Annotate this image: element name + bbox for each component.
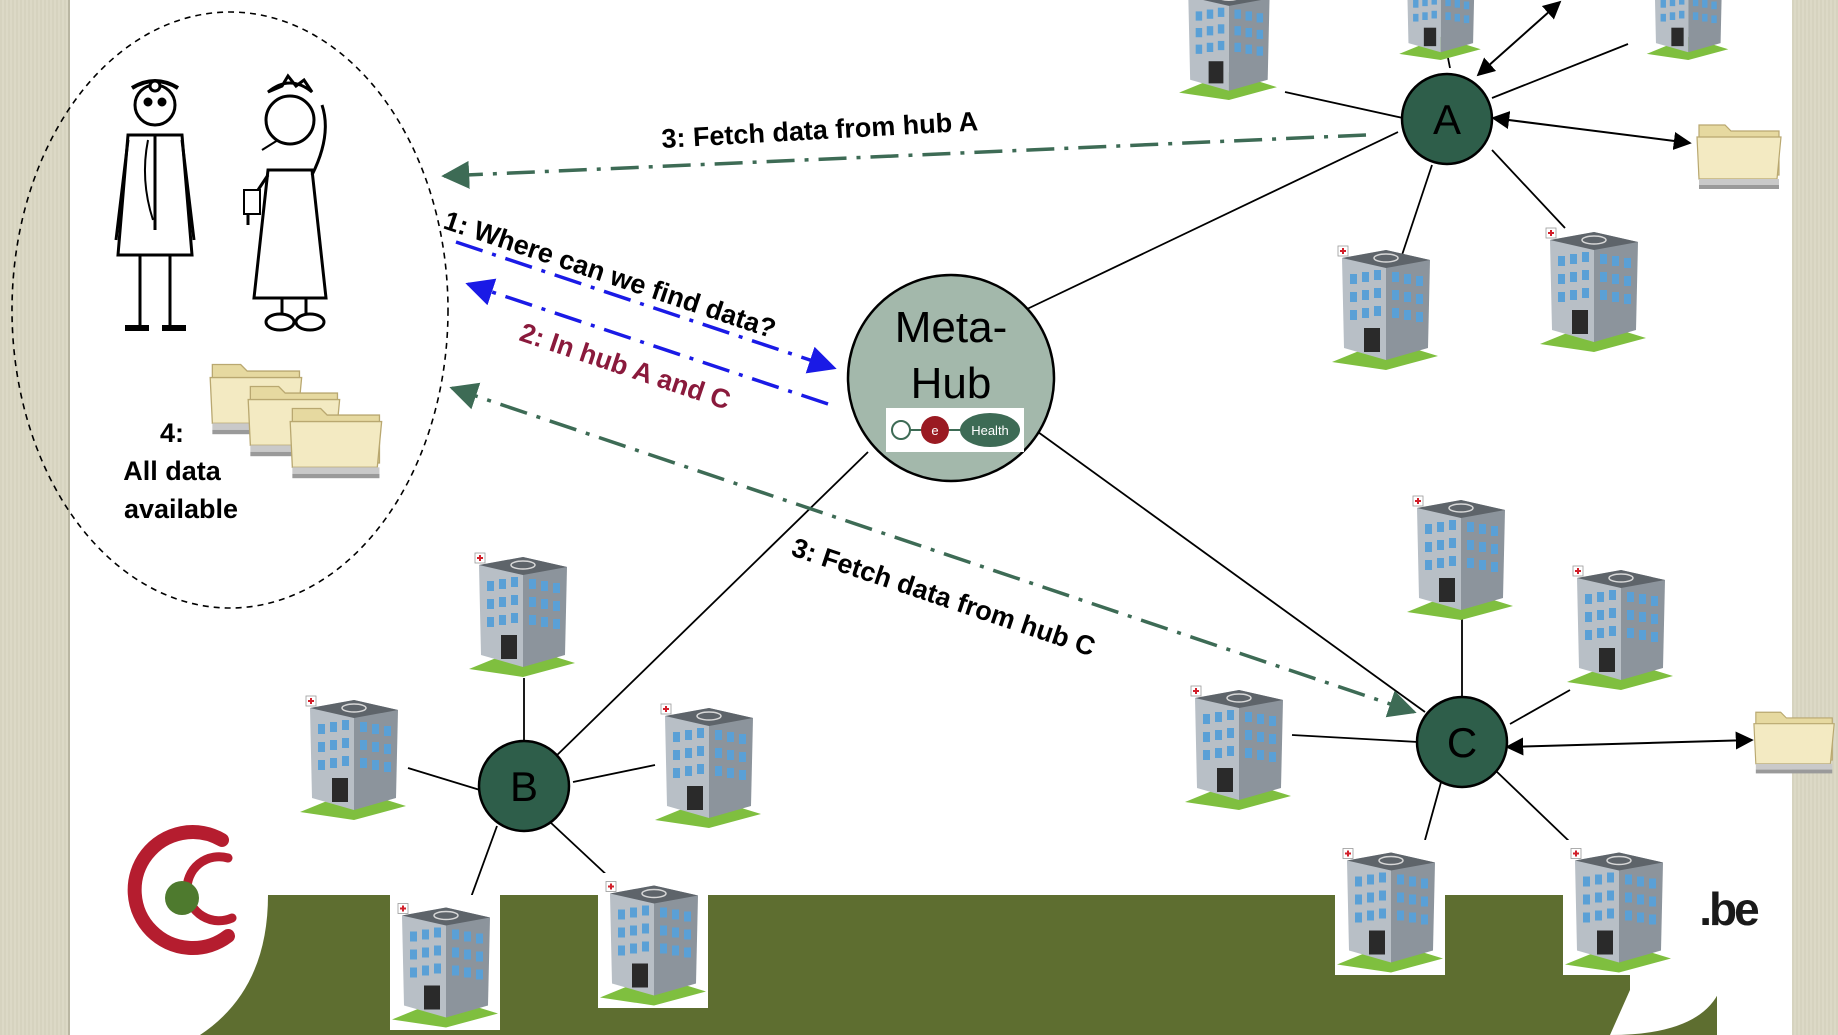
hub-a-top-arrow (1476, 0, 1562, 77)
fetch-c-arrow (449, 382, 1417, 718)
belgium-gov-logo (127, 825, 237, 956)
hospital-c1 (1405, 494, 1515, 622)
hospital-a5 (1539, 227, 1647, 352)
hub-c-folder (1753, 711, 1835, 775)
step2-label: 2: In hub A and C (516, 317, 734, 415)
hospital-c2 (1566, 565, 1674, 690)
meta-hub-label-line2: Hub (911, 359, 992, 408)
footer-band (72, 895, 1717, 1035)
ehealth-e-circle (921, 416, 949, 444)
hub-a-label: A (1433, 96, 1461, 143)
hospital-c3 (1183, 684, 1293, 812)
hub-b-node: B (477, 739, 571, 833)
hospital-b3 (654, 703, 762, 828)
hospital-b1 (467, 551, 577, 679)
patient-figure (243, 73, 328, 332)
patient-folder-3 (289, 407, 383, 479)
be-logo: .be (1699, 883, 1759, 935)
step1-label: 1: Where can we find data? (440, 205, 780, 344)
hospital-a1 (1178, 0, 1278, 100)
left-border-strip (0, 0, 70, 1035)
hub-c-folder-arrow (1505, 731, 1754, 756)
step3c-label: 3: Fetch data from hub C (788, 532, 1099, 662)
step3a-label: 3: Fetch data from hub A (661, 106, 979, 154)
hub-a-folder (1696, 124, 1782, 190)
hospital-b2 (299, 695, 407, 820)
fetch-a-arrow (441, 133, 1367, 189)
ehealth-ring-icon (891, 420, 911, 440)
hub-c-node: C (1415, 695, 1509, 789)
meta-hub-label-line1: Meta- (895, 303, 1007, 352)
doctor-figure (114, 79, 196, 331)
right-border-strip (1790, 0, 1838, 1035)
meta-hub-node: Meta- Hub e Health (846, 273, 1056, 483)
query-arrow (455, 240, 837, 374)
ehealth-badge-text: Health (971, 423, 1009, 438)
step4-label-line3: available (124, 494, 238, 524)
hospital-a4 (1331, 245, 1439, 370)
hub-a-folder-arrow (1491, 111, 1692, 150)
patient-context-ellipse (11, 11, 449, 609)
hub-b-label: B (510, 763, 538, 810)
hospital-a3 (1645, 0, 1730, 60)
hub-c-label: C (1447, 719, 1477, 766)
step4-label-line2: All data (123, 456, 222, 486)
hospital-a2 (1398, 0, 1482, 60)
hub-a-node: A (1400, 72, 1494, 166)
ehealth-e-letter: e (931, 423, 938, 438)
step4-label-line1: 4: (160, 418, 184, 448)
ehealth-pill (960, 413, 1020, 447)
